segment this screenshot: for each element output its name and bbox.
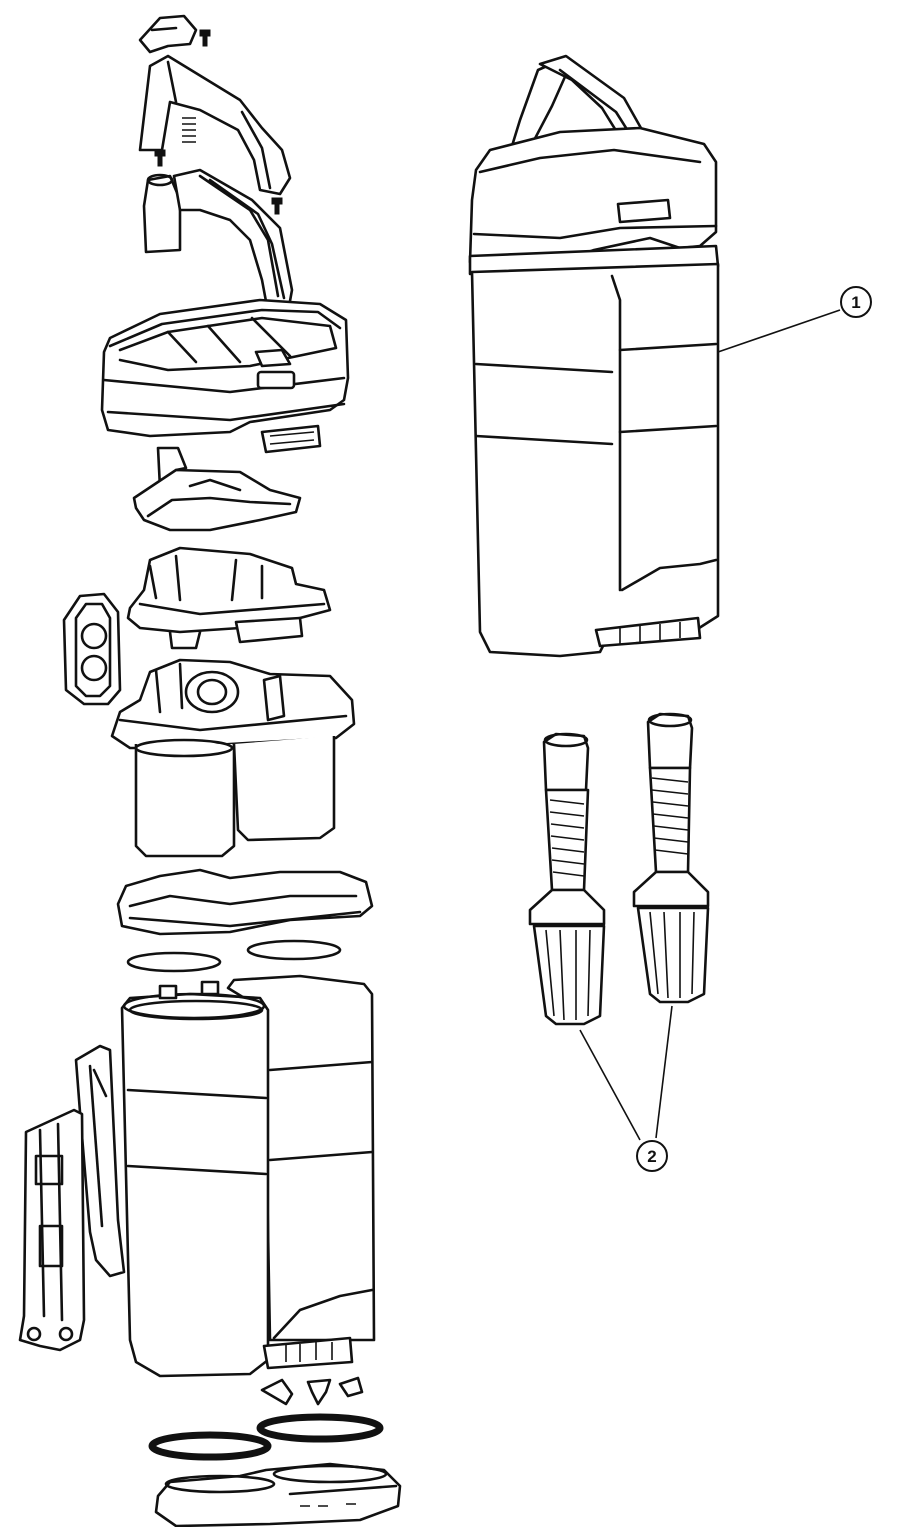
latch-ring	[62, 592, 122, 706]
callout-1-circle	[840, 286, 872, 318]
callout-2: 2	[579, 1005, 673, 1172]
callout-1-label: 1	[851, 293, 860, 312]
assembled-dirt-bin	[468, 54, 720, 658]
filter-left	[528, 732, 606, 1026]
filters	[528, 712, 710, 1026]
bin-top-plate	[116, 868, 374, 936]
side-bracket-large	[18, 1108, 86, 1352]
callout-2-label: 2	[647, 1147, 656, 1166]
handle	[138, 54, 292, 215]
bin-bottom-lid	[154, 1462, 402, 1527]
bin-seals	[148, 1413, 384, 1461]
separator-plate	[126, 546, 332, 650]
cyclone-housing	[110, 658, 356, 858]
dirt-bin	[120, 974, 376, 1378]
clips	[260, 1376, 364, 1406]
upper-frame	[142, 168, 294, 314]
exploded-assembly	[18, 14, 402, 1527]
side-bracket-small	[74, 1044, 126, 1278]
filter-gaskets	[126, 939, 342, 973]
callout-2-circle	[636, 1140, 668, 1172]
callout-1: 1	[717, 286, 872, 353]
upper-housing	[100, 298, 350, 454]
handle-cap	[138, 14, 211, 54]
diverter-plate	[132, 446, 302, 532]
filter-right	[632, 712, 710, 1004]
